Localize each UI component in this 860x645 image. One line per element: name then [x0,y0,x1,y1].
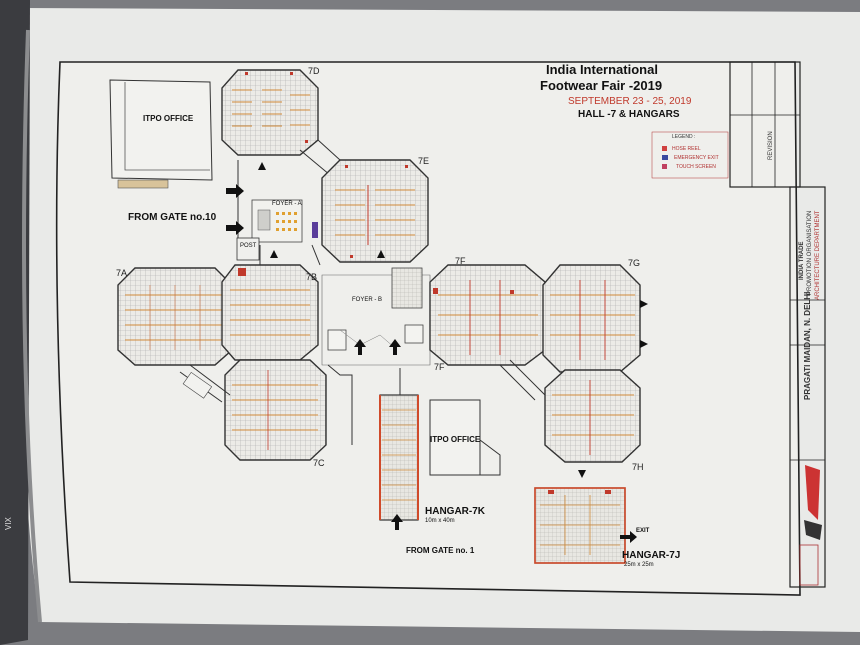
itpo-office-top [109,79,213,189]
org-line-2: PROMOTION ORGANISATION [807,210,813,295]
legend-item-emergency-exit: EMERGENCY EXIT [674,155,719,161]
hall-7a-label: 7A [116,268,128,278]
hangar-7k-size: 10m x 40m [425,518,455,524]
foyer-b [321,267,431,366]
hall-7d-label: 7D [308,66,320,76]
hall-7h-label: 7H [632,462,644,472]
hangar-7j-name: HANGAR-7J [622,550,681,561]
legend-heading: LEGEND : [672,134,696,140]
title-line-2: Footwear Fair -2019 [540,78,663,93]
legend-box [651,131,729,179]
title-block-sidebar [729,61,826,588]
hall-7g-label: 7G [628,258,641,268]
foyer-a [251,199,318,243]
page-mark: VIX [4,517,13,530]
gate-1-label: FROM GATE no. 1 [406,546,475,555]
gate-10-label: FROM GATE no.10 [128,212,217,223]
hall-7f-lower-label: 7F [434,362,445,372]
place-line: PRAGATI MAIDAN, N. DELHI [803,291,812,400]
title-line-1: India International [546,62,658,77]
hall-7b-label: 7B [306,272,318,282]
revision-label: REVISION [768,131,774,160]
hall-7h [544,369,641,463]
hall-7c-label: 7C [313,458,325,468]
post-label: POST [240,243,257,249]
legend-item-touch-screen: TOUCH SCREEN [676,164,716,170]
org-line-1: INDIA TRADE [799,241,805,280]
hall-7g [542,264,641,373]
entry-arrows [226,162,648,543]
hall-7c [224,359,327,461]
legend-item-hose-reel: HOSE REEL [672,146,701,152]
itpo-office-middle-label: ITPO OFFICE [430,435,481,444]
hall-7d [221,69,319,156]
hangar-7k [379,394,419,521]
hall-7e [321,159,429,263]
hangar-7j [534,487,626,564]
title-dates: SEPTEMBER 23 - 25, 2019 [568,96,692,107]
foyer-a-label: FOYER - A [272,201,302,207]
hall-7f-label: 7F [455,256,466,266]
title-sub: HALL -7 & HANGARS [578,109,680,120]
hall-7b [221,264,319,361]
post-box [236,237,260,261]
foyer-b-label: FOYER - B [352,297,383,303]
hangar-7j-size: 25m x 25m [624,562,654,568]
exit-label: EXIT [636,528,650,534]
hall-7e-label: 7E [418,156,430,166]
itpo-office-top-label: ITPO OFFICE [143,114,194,123]
dept-line: ARCHITECTURE DEPARTMENT [815,210,821,300]
hangar-7k-name: HANGAR-7K [425,506,485,517]
itpo-office-middle [429,399,481,476]
